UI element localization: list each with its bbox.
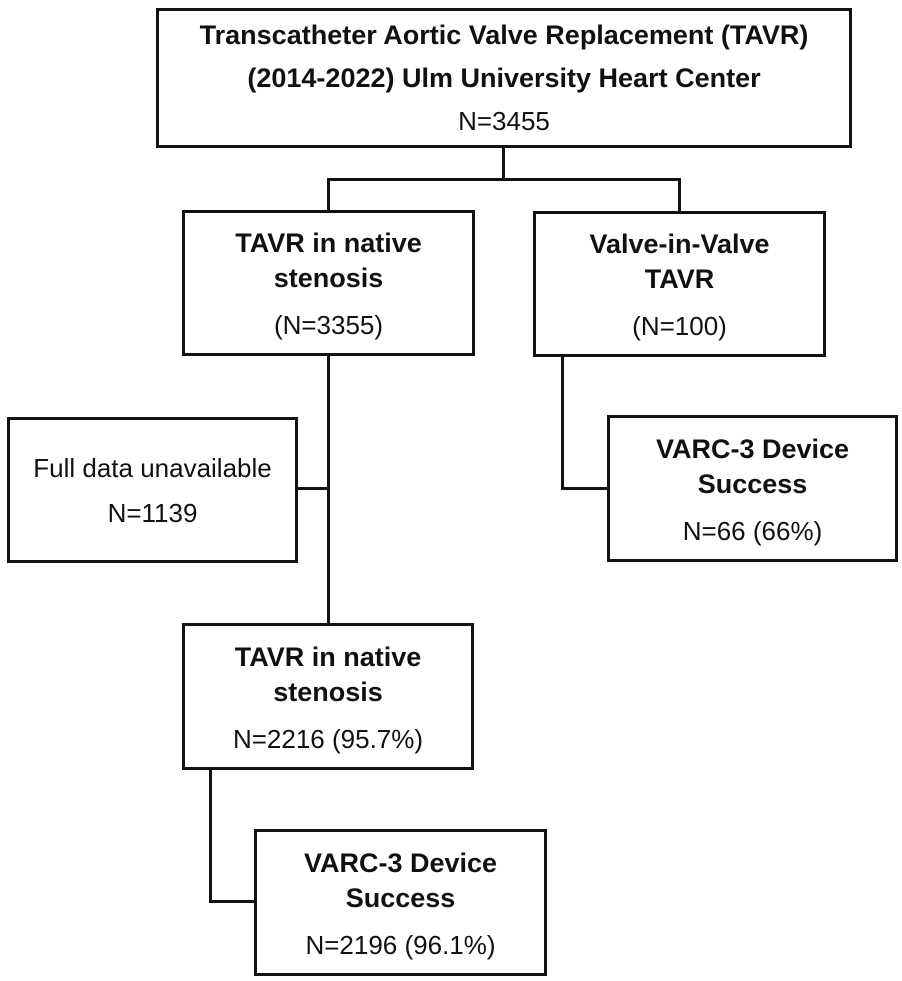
box-valve-in-valve-tavr: Valve-in-Valve TAVR (N=100)	[533, 211, 826, 357]
valve-in-valve-title: Valve-in-Valve TAVR	[589, 229, 770, 294]
box-tavr-native-stenosis: TAVR in native stenosis (N=3355)	[182, 210, 475, 356]
varc3-native-title: VARC-3 Device Success	[303, 847, 498, 913]
full-data-unavailable-title: Full data unavailable	[33, 453, 272, 483]
connector-unavailable-branch	[296, 487, 330, 490]
root-n-value: N=3455	[458, 105, 550, 136]
native-stenosis-n-value: (N=3355)	[273, 310, 384, 340]
box-tavr-native-stenosis-final: TAVR in native stenosis N=2216 (95.7%)	[182, 623, 474, 770]
varc3-native-n-value: N=2196 (96.1%)	[305, 929, 496, 960]
valve-in-valve-n-value: (N=100)	[632, 311, 727, 341]
box-root-cohort: Transcatheter Aortic Valve Replacement (…	[156, 8, 852, 148]
connector-drop-to-viv	[678, 178, 681, 213]
varc3-viv-title: VARC-3 Device Success	[655, 433, 850, 499]
box-full-data-unavailable: Full data unavailable N=1139	[7, 417, 298, 563]
box-varc3-device-success-viv: VARC-3 Device Success N=66 (66%)	[607, 415, 898, 562]
connector-final-to-varc3	[209, 900, 257, 903]
native-stenosis-final-n-value: N=2216 (95.7%)	[232, 723, 424, 754]
connector-root-stub	[502, 147, 505, 181]
root-title-line1: Transcatheter Aortic Valve Replacement (…	[199, 19, 809, 50]
root-title-line2: (2014-2022) Ulm University Heart Center	[247, 62, 761, 93]
full-data-unavailable-n-value: N=1139	[107, 498, 198, 528]
varc3-viv-n-value: N=66 (66%)	[682, 515, 823, 546]
connector-split-bar	[327, 178, 681, 181]
box-varc3-device-success-native: VARC-3 Device Success N=2196 (96.1%)	[254, 829, 547, 976]
connector-viv-to-varc3	[561, 487, 610, 490]
connector-viv-down	[561, 355, 564, 490]
native-stenosis-title: TAVR in native stenosis	[235, 228, 422, 293]
connector-drop-to-native	[327, 178, 330, 212]
connector-final-down	[209, 769, 212, 903]
native-stenosis-final-title: TAVR in native stenosis	[234, 641, 422, 707]
